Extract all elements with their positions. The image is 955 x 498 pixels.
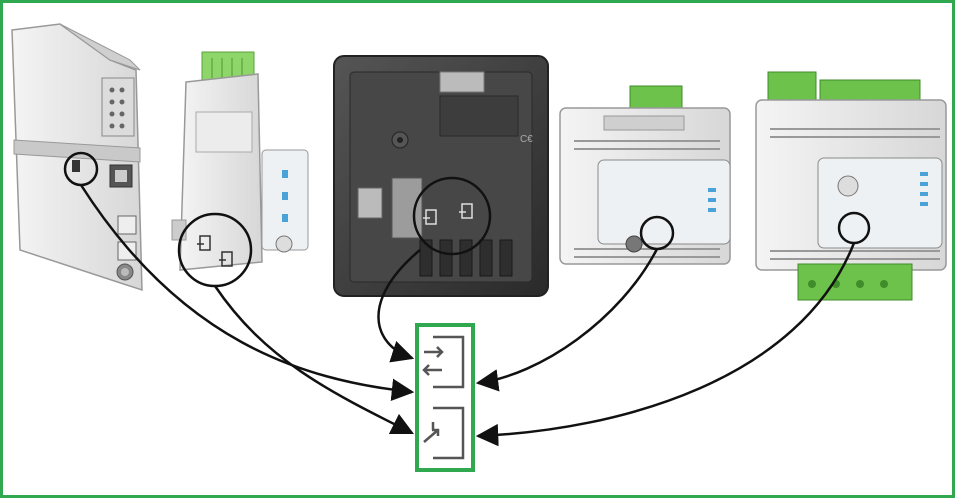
- svg-text:C€: C€: [520, 134, 533, 145]
- arrow-device2-to-port2: [213, 285, 415, 435]
- port-in-out-icon: [422, 335, 465, 389]
- io-module-large-icon: [755, 71, 947, 301]
- display-rear-panel-icon: C€: [333, 55, 549, 297]
- arrow-device1-to-port2: [79, 184, 415, 402]
- communication-interface-module-icon: [11, 23, 143, 292]
- port-symbol-3: [423, 203, 473, 225]
- port-symbol-2a: [197, 235, 233, 267]
- port-out-in-icon: [423, 406, 465, 460]
- io-module-small-icon: [559, 85, 731, 265]
- arrow-device5-to-port2: [475, 242, 856, 447]
- din-rail-power-supply-icon: [171, 51, 309, 271]
- connection-arrows: [79, 184, 856, 447]
- detail-circle-3: [412, 176, 492, 256]
- port-legend-box: [415, 323, 475, 472]
- arrow-device3-to-port1: [377, 249, 421, 363]
- arrow-device4-to-port1: [475, 248, 659, 392]
